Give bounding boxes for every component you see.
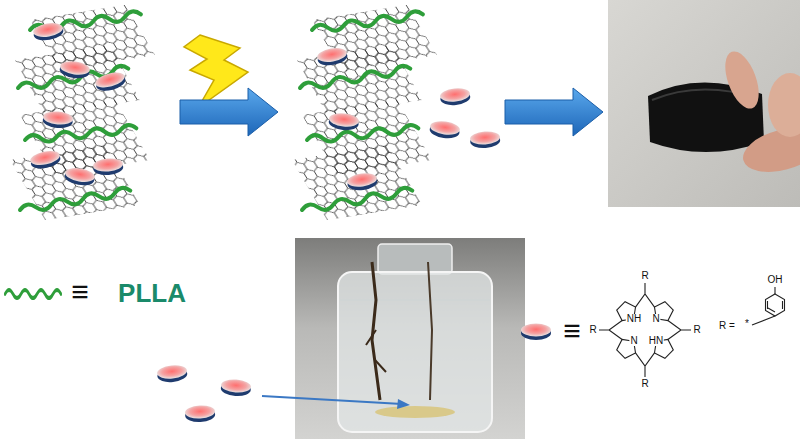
attachment-mark: *: [744, 319, 750, 329]
porphyrin-structure: [599, 283, 785, 377]
photo-jar: [295, 238, 525, 439]
substituent-label: R: [640, 271, 649, 281]
atom-label: HN: [648, 336, 664, 346]
process-arrow: [505, 88, 603, 136]
lightning-bolt: [184, 35, 248, 108]
plla-chain: [5, 290, 61, 298]
graphene-stack: [292, 5, 437, 220]
atom-label: NH: [626, 314, 642, 324]
pointer-arrow-head: [397, 399, 410, 409]
porphyrin-disc: [220, 378, 251, 397]
graphene-stack: [10, 5, 155, 220]
atom-label: N: [629, 336, 638, 346]
atom-label: OH: [767, 275, 784, 285]
polymer-name: PLLA: [118, 280, 186, 306]
equivalence-sign: ≡: [563, 316, 581, 346]
released-porphyrin: [439, 87, 471, 107]
substituent-label: R: [692, 325, 701, 335]
equivalence-sign: ≡: [71, 277, 89, 307]
porphyrin-disc: [185, 405, 216, 423]
substituent-definition: R =: [718, 321, 736, 331]
photo-film: [608, 0, 800, 207]
released-porphyrin: [429, 119, 461, 140]
released-porphyrin: [470, 130, 501, 149]
atom-label: N: [651, 314, 660, 324]
process-arrow: [180, 88, 278, 136]
pointer-arrow: [262, 396, 402, 404]
substituent-label: R: [640, 379, 649, 389]
porphyrin-disc: [521, 324, 551, 341]
porphyrin-disc: [156, 364, 188, 384]
substituent-label: R: [588, 325, 597, 335]
